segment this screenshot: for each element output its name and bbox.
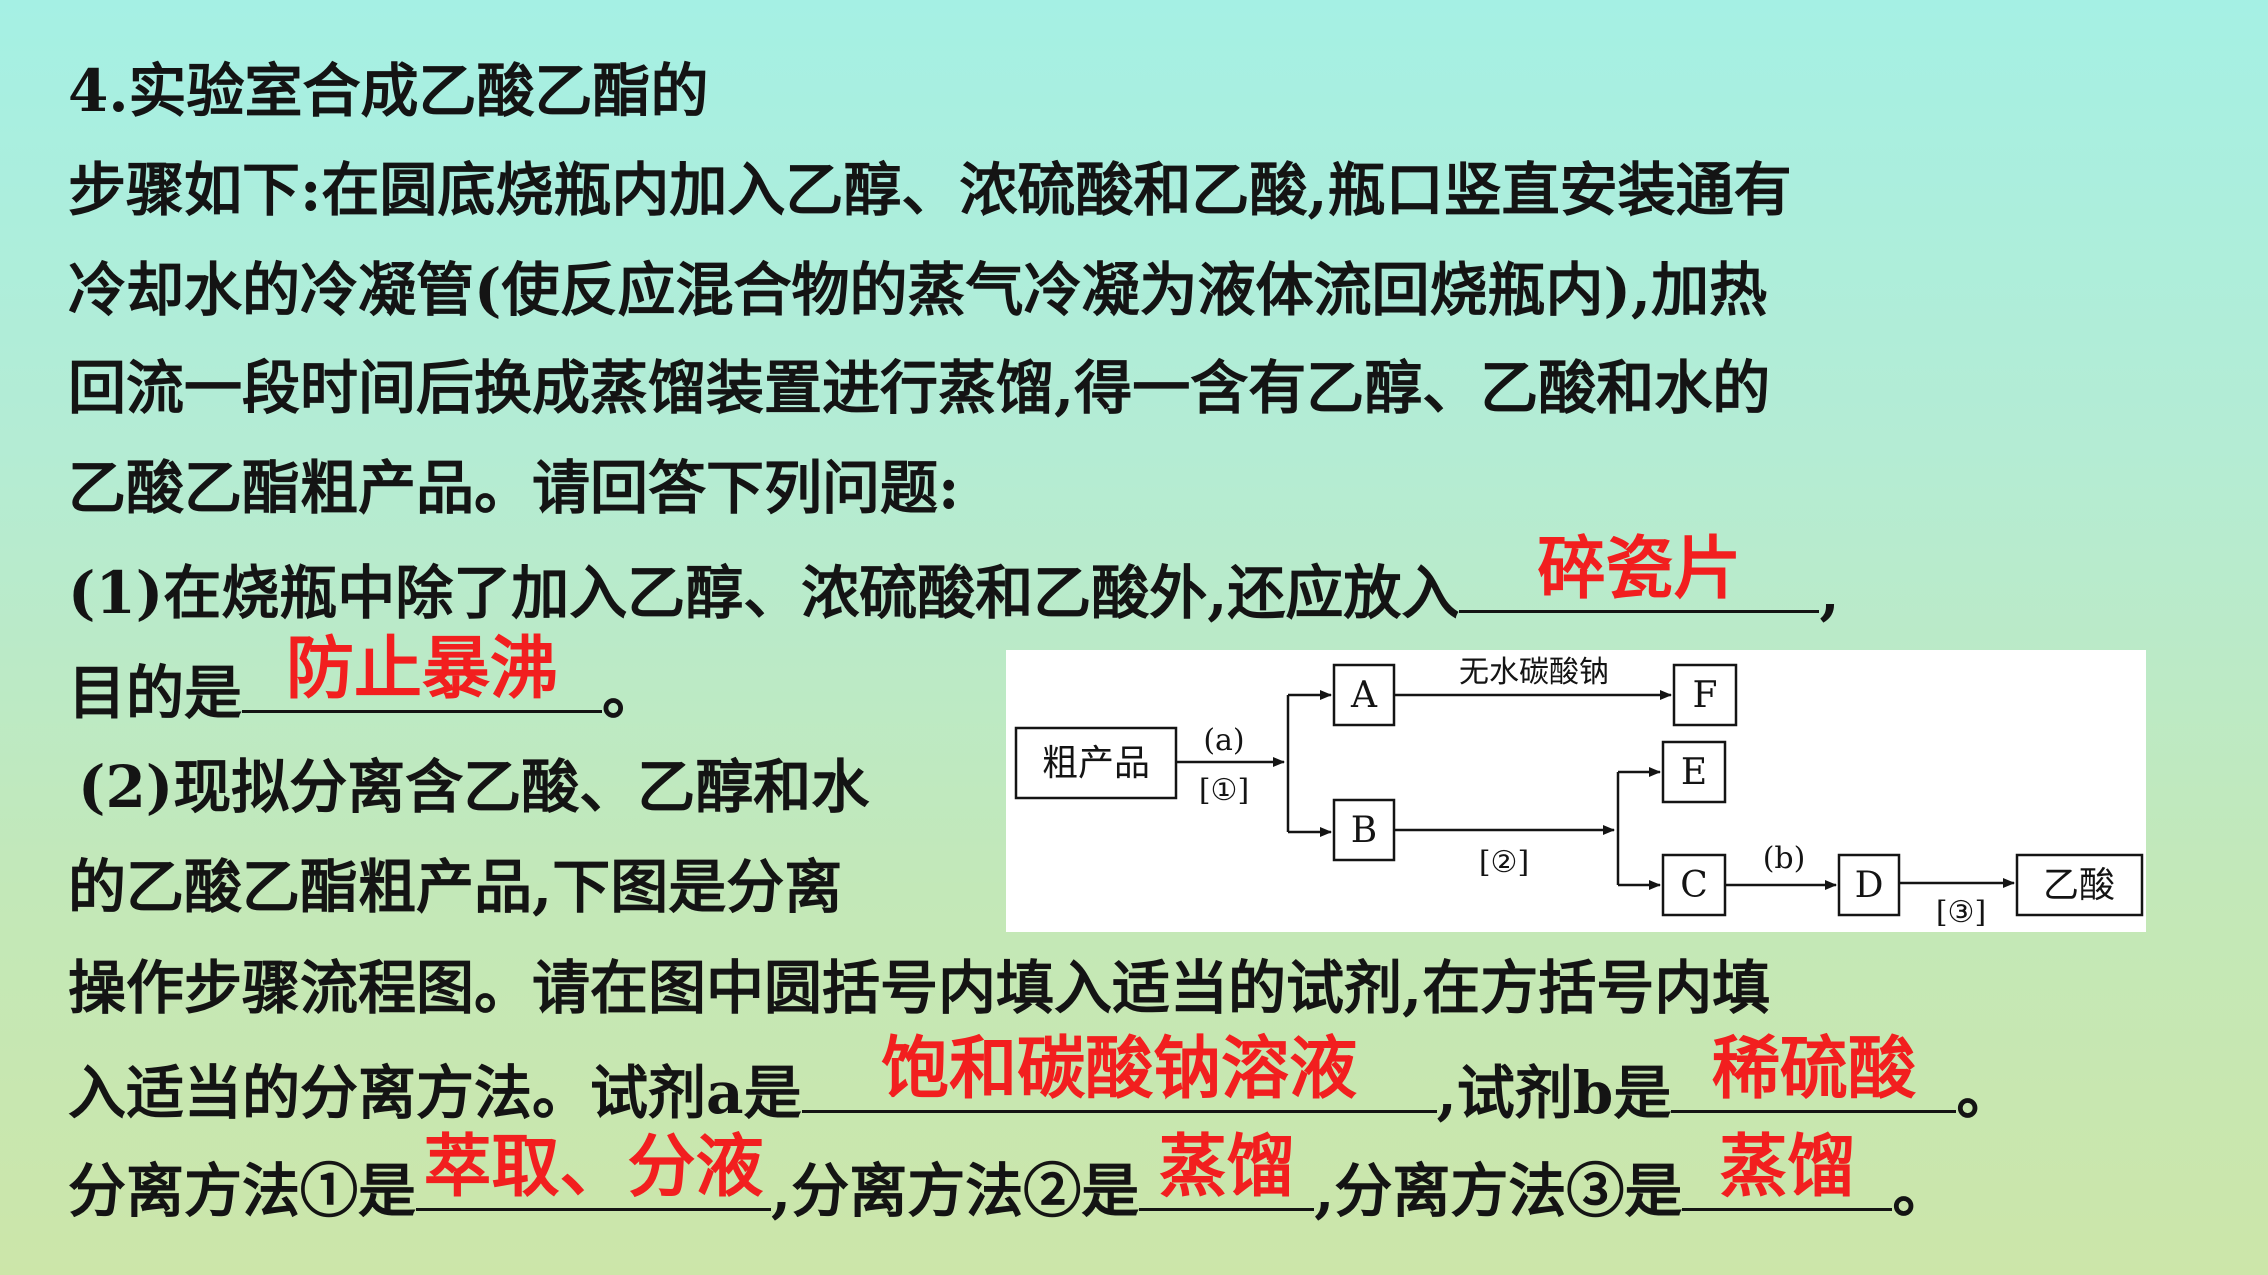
label-crude: 粗产品 [1042, 743, 1150, 784]
question-line-1: 4.实验室合成乙酸乙酯的 [68, 57, 709, 125]
question-line-4: 回流一段时间后换成蒸馏装置进行蒸馏,得一含有乙醇、乙酸和水的 [68, 354, 1771, 422]
question-line-3: 冷却水的冷凝管(使反应混合物的蒸气冷凝为液体流回烧瓶内),加热 [68, 256, 1768, 324]
label-reagent-a: (a) [1203, 723, 1244, 758]
part2-line-3: 操作步骤流程图。请在图中圆括号内填入适当的试剂,在方括号内填 [68, 954, 1771, 1022]
part2-line-4: 入适当的分离方法。试剂a是饱和碳酸钠溶液,试剂b是稀硫酸。 [68, 1030, 2015, 1128]
part2-line-2: 的乙酸乙酯粗产品,下图是分离 [68, 853, 843, 921]
label-reagent-b: (b) [1763, 841, 1806, 876]
box-d [1837, 853, 1901, 917]
answer-text: 蒸馏 [1158, 1128, 1295, 1207]
answer-blank-5: 萃取、分液 [416, 1134, 772, 1211]
part2-line-1: (2)现拟分离含乙酸、乙醇和水 [78, 753, 870, 821]
answer-text: 饱和碳酸钠溶液 [881, 1030, 1358, 1109]
box-e [1661, 740, 1727, 804]
label-anhydrous: 无水碳酸钠 [1459, 655, 1609, 690]
label-method-2: [②] [1479, 845, 1529, 880]
label-method-1: [①] [1199, 773, 1249, 808]
answer-text: 防止暴沸 [286, 630, 559, 709]
question-line-5: 乙酸乙酯粗产品。请回答下列问题: [68, 454, 960, 522]
separation-flowchart: 粗产品 A B F E C D 乙酸 (a) [①] 无水碳酸钠 [②] (b)… [1006, 650, 2146, 932]
answer-text: 蒸馏 [1719, 1128, 1856, 1207]
label-c: C [1680, 865, 1708, 906]
part2-line-5: 分离方法①是萃取、分液,分离方法②是蒸馏,分离方法③是蒸馏。 [68, 1128, 1951, 1226]
answer-blank-7: 蒸馏 [1682, 1134, 1893, 1211]
label-e: E [1681, 752, 1707, 793]
box-acetic-acid [2015, 853, 2144, 917]
answer-blank-1: 碎瓷片 [1459, 536, 1820, 613]
label-b: B [1351, 810, 1377, 851]
label-acetic-acid: 乙酸 [2043, 865, 2115, 906]
answer-blank-6: 蒸馏 [1139, 1134, 1315, 1211]
label-f: F [1693, 675, 1718, 716]
label-a: A [1350, 675, 1378, 716]
answer-blank-3: 饱和碳酸钠溶液 [801, 1036, 1437, 1113]
answer-text: 稀硫酸 [1711, 1030, 1916, 1109]
answer-text: 碎瓷片 [1537, 530, 1742, 609]
answer-blank-2: 防止暴沸 [242, 636, 603, 713]
question-line-2: 步骤如下:在圆底烧瓶内加入乙醇、浓硫酸和乙酸,瓶口竖直安装通有 [68, 156, 1792, 224]
part1-line-1: (1)在烧瓶中除了加入乙醇、浓硫酸和乙酸外,还应放入碎瓷片, [68, 530, 1840, 628]
part1-line-2: 目的是防止暴沸。 [68, 630, 661, 728]
label-method-3: [③] [1936, 895, 1986, 930]
answer-text: 萃取、分液 [423, 1128, 764, 1207]
box-f [1672, 663, 1738, 727]
label-d: D [1855, 865, 1884, 906]
answer-blank-4: 稀硫酸 [1671, 1036, 1957, 1113]
